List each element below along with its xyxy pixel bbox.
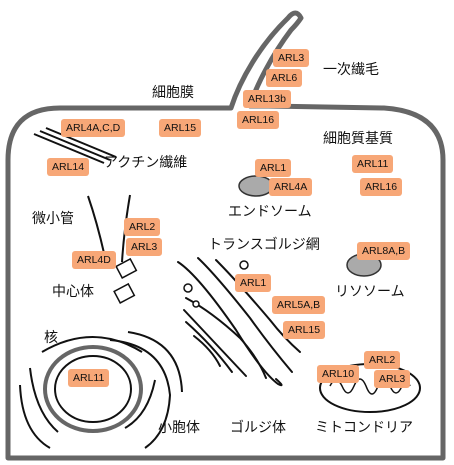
actin-filaments — [33, 127, 117, 164]
label-centrosome: 中心体 — [52, 284, 94, 300]
golgi-vesicles — [183, 260, 249, 308]
label-golgi-apparatus: ゴルジ体 — [230, 420, 286, 436]
tag-membrane-arl4acd: ARL4A,C,D — [61, 119, 126, 137]
label-actin-filament: アクチン繊維 — [104, 155, 188, 171]
tag-nucleus-arl11: ARL11 — [68, 369, 110, 387]
tag-cilium-arl6: ARL6 — [266, 69, 303, 87]
label-endosome: エンドソーム — [228, 204, 312, 220]
label-nucleus: 核 — [44, 330, 58, 346]
tag-actin-arl14: ARL14 — [47, 158, 90, 176]
tag-centrosome-arl4d: ARL4D — [72, 251, 116, 269]
endosome-shape — [238, 175, 274, 197]
tag-membrane-arl15: ARL15 — [159, 119, 202, 137]
tag-tgn-arl1: ARL1 — [235, 274, 272, 292]
tag-mitochondria-arl10: ARL10 — [317, 365, 360, 383]
tag-cytosol-arl16: ARL16 — [360, 178, 403, 196]
tag-microtubule-arl3: ARL3 — [126, 238, 163, 256]
label-trans-golgi-network: トランスゴルジ網 — [208, 237, 320, 253]
tag-cytosol-arl11: ARL11 — [352, 155, 394, 173]
label-plasma-membrane: 細胞膜 — [152, 85, 194, 101]
label-cytosol: 細胞質基質 — [323, 131, 393, 147]
tag-endosome-arl4a: ARL4A — [269, 178, 313, 196]
nucleus-and-er — [19, 331, 183, 449]
label-lysosome: リソソーム — [335, 284, 405, 300]
tag-mitochondria-arl3: ARL3 — [374, 370, 411, 388]
tag-cilium-arl13b: ARL13b — [243, 90, 291, 108]
tag-tgn-arl5ab: ARL5A,B — [272, 296, 326, 314]
tag-endosome-arl1: ARL1 — [255, 159, 292, 177]
label-primary-cilium: 一次繊毛 — [323, 62, 379, 78]
golgi-stacks — [177, 257, 301, 387]
label-mitochondria: ミトコンドリア — [315, 420, 413, 436]
tag-cilium-arl3: ARL3 — [273, 49, 310, 67]
tag-microtubule-arl2: ARL2 — [124, 218, 161, 236]
centrioles — [113, 257, 138, 304]
label-microtubule: 微小管 — [32, 211, 74, 227]
tag-cilium-arl16: ARL16 — [237, 111, 280, 129]
tag-mitochondria-arl2: ARL2 — [364, 351, 401, 369]
tag-lysosome-arl8ab: ARL8A,B — [357, 242, 411, 260]
label-endoplasmic-reticulum: 小胞体 — [158, 420, 200, 436]
tag-tgn-arl15: ARL15 — [283, 321, 326, 339]
